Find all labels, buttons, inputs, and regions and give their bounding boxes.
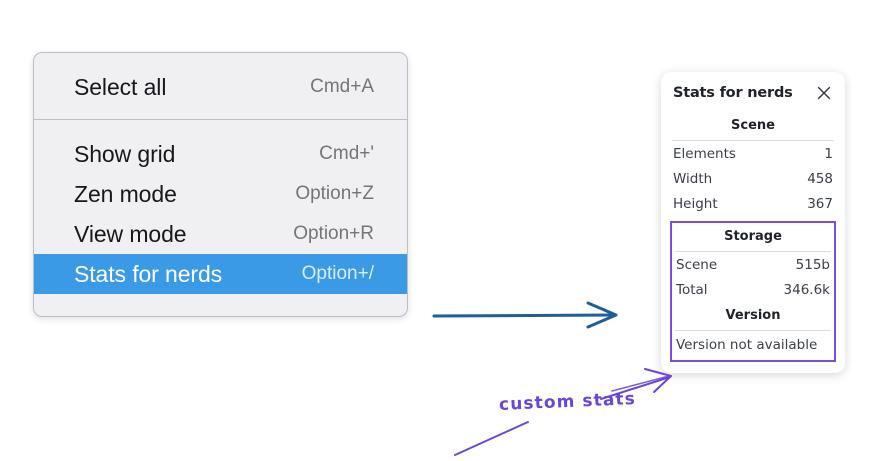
stat-label: Total	[676, 282, 708, 298]
menu-item-label: View mode	[74, 220, 187, 247]
annotation-label-custom-stats: custom stats	[498, 389, 637, 415]
annotation-tail-line	[454, 421, 529, 456]
stat-value: 515b	[795, 257, 830, 273]
menu-divider	[34, 119, 407, 120]
menu-item-stats-for-nerds[interactable]: Stats for nerds Option+/	[34, 254, 407, 294]
menu-item-show-grid[interactable]: Show grid Cmd+'	[34, 134, 407, 174]
stats-for-nerds-panel[interactable]: Stats for nerds Scene Elements 1 Width 4…	[661, 72, 845, 373]
stat-row-elements: Elements 1	[672, 141, 834, 166]
menu-footer-spacer	[34, 294, 407, 316]
menu-item-shortcut: Cmd+A	[310, 76, 374, 97]
version-divider	[675, 330, 831, 331]
version-section: Version Version not available	[675, 302, 831, 356]
menu-item-shortcut: Cmd+'	[319, 143, 374, 164]
menu-item-label: Show grid	[74, 140, 176, 167]
storage-divider	[675, 251, 831, 252]
menu-group-2: Show grid Cmd+' Zen mode Option+Z View m…	[34, 120, 407, 294]
menu-item-select-all[interactable]: Select all Cmd+A	[34, 67, 407, 107]
stat-row-height: Height 367	[672, 191, 834, 216]
stat-row-storage-scene: Scene 515b	[675, 252, 831, 277]
stat-label: Height	[673, 196, 718, 212]
menu-item-label: Zen mode	[74, 180, 177, 207]
panel-header: Stats for nerds	[672, 84, 834, 102]
arrow-right-icon	[432, 301, 618, 329]
stat-value: 367	[807, 196, 833, 212]
menu-item-shortcut: Option+Z	[295, 183, 374, 204]
version-heading: Version	[725, 308, 781, 323]
context-menu[interactable]: Select all Cmd+A Show grid Cmd+' Zen mod…	[33, 52, 408, 317]
menu-item-view-mode[interactable]: View mode Option+R	[34, 214, 407, 254]
menu-item-shortcut: Option+/	[301, 263, 374, 284]
menu-item-label: Select all	[74, 73, 167, 100]
panel-title: Stats for nerds	[673, 85, 793, 101]
custom-stats-highlight-box: Storage Scene 515b Total 346.6k Version …	[670, 221, 836, 362]
stat-value: 346.6k	[783, 282, 830, 298]
menu-group-1: Select all Cmd+A	[34, 53, 407, 119]
scene-section: Scene Elements 1 Width 458 Height 367	[672, 112, 834, 216]
menu-item-zen-mode[interactable]: Zen mode Option+Z	[34, 174, 407, 214]
stat-value: 1	[824, 146, 833, 162]
stat-value: 458	[807, 171, 833, 187]
stat-row-width: Width 458	[672, 166, 834, 191]
scene-divider	[672, 140, 834, 141]
version-note: Version not available	[676, 337, 818, 353]
menu-item-label: Stats for nerds	[74, 260, 223, 287]
close-icon[interactable]	[815, 84, 833, 102]
stat-label: Elements	[673, 146, 736, 162]
stat-label: Width	[673, 171, 713, 187]
storage-section: Storage Scene 515b Total 346.6k	[675, 223, 831, 302]
storage-heading: Storage	[724, 229, 782, 244]
menu-item-shortcut: Option+R	[293, 223, 374, 244]
stat-row-storage-total: Total 346.6k	[675, 277, 831, 302]
stat-label: Scene	[676, 257, 718, 273]
scene-heading: Scene	[731, 118, 775, 133]
